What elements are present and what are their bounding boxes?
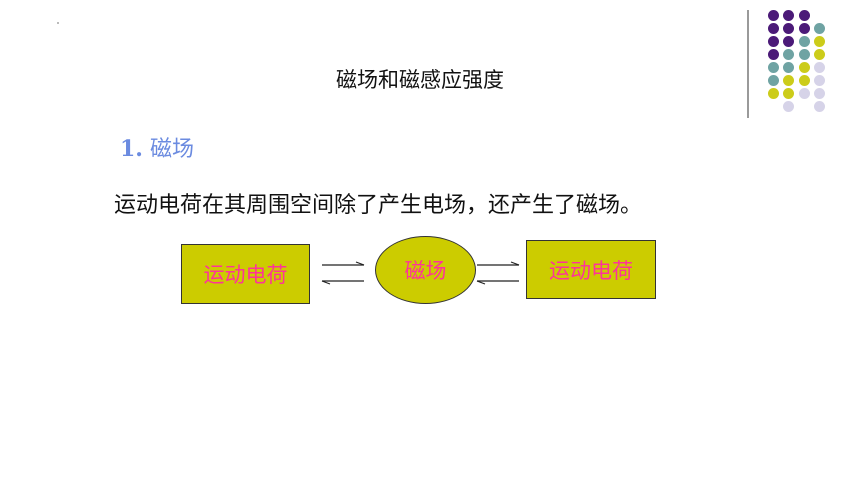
body-text: 运动电荷在其周围空间除了产生电场，还产生了磁场。 bbox=[114, 193, 643, 218]
dot bbox=[814, 23, 825, 34]
dot bbox=[783, 101, 794, 112]
arrow-right-head bbox=[355, 261, 365, 266]
dot bbox=[814, 62, 825, 73]
dot bbox=[768, 23, 779, 34]
dot bbox=[814, 75, 825, 86]
dot bbox=[768, 49, 779, 60]
moving-charge-box-left: 运动电荷 bbox=[181, 244, 310, 304]
dot bbox=[783, 88, 794, 99]
magnetic-field-ellipse: 磁场 bbox=[375, 236, 476, 304]
divider-line bbox=[747, 10, 749, 118]
decorative-dot-grid bbox=[762, 8, 832, 112]
double-arrow-left bbox=[321, 261, 365, 285]
dot bbox=[799, 10, 810, 21]
section-title: 磁场 bbox=[149, 137, 194, 162]
section-heading: 1. 磁场 bbox=[120, 131, 194, 163]
arrow-left-head bbox=[321, 280, 331, 285]
dot bbox=[768, 10, 779, 21]
dot bbox=[783, 49, 794, 60]
section-number: 1. bbox=[120, 136, 143, 162]
arrow-right-head bbox=[510, 261, 520, 266]
dot bbox=[768, 75, 779, 86]
box-right-label: 运动电荷 bbox=[549, 258, 633, 283]
dot bbox=[768, 62, 779, 73]
arrow-left-head bbox=[476, 280, 486, 285]
dot bbox=[783, 36, 794, 47]
ellipse-label: 磁场 bbox=[404, 259, 447, 283]
dot bbox=[783, 23, 794, 34]
dot bbox=[799, 49, 810, 60]
corner-mark bbox=[57, 22, 59, 24]
dot bbox=[814, 88, 825, 99]
dot bbox=[799, 75, 810, 86]
dot bbox=[768, 36, 779, 47]
dot bbox=[814, 36, 825, 47]
box-left-label: 运动电荷 bbox=[203, 263, 288, 287]
dot bbox=[799, 62, 810, 73]
dot bbox=[814, 101, 825, 112]
double-arrow-right bbox=[476, 261, 520, 285]
slide-title: 磁场和磁感应强度 bbox=[336, 68, 504, 92]
dot bbox=[799, 36, 810, 47]
moving-charge-box-right: 运动电荷 bbox=[526, 240, 656, 299]
dot bbox=[783, 62, 794, 73]
dot bbox=[799, 88, 810, 99]
dot bbox=[783, 10, 794, 21]
dot bbox=[799, 23, 810, 34]
dot bbox=[768, 88, 779, 99]
dot bbox=[783, 75, 794, 86]
dot bbox=[814, 49, 825, 60]
